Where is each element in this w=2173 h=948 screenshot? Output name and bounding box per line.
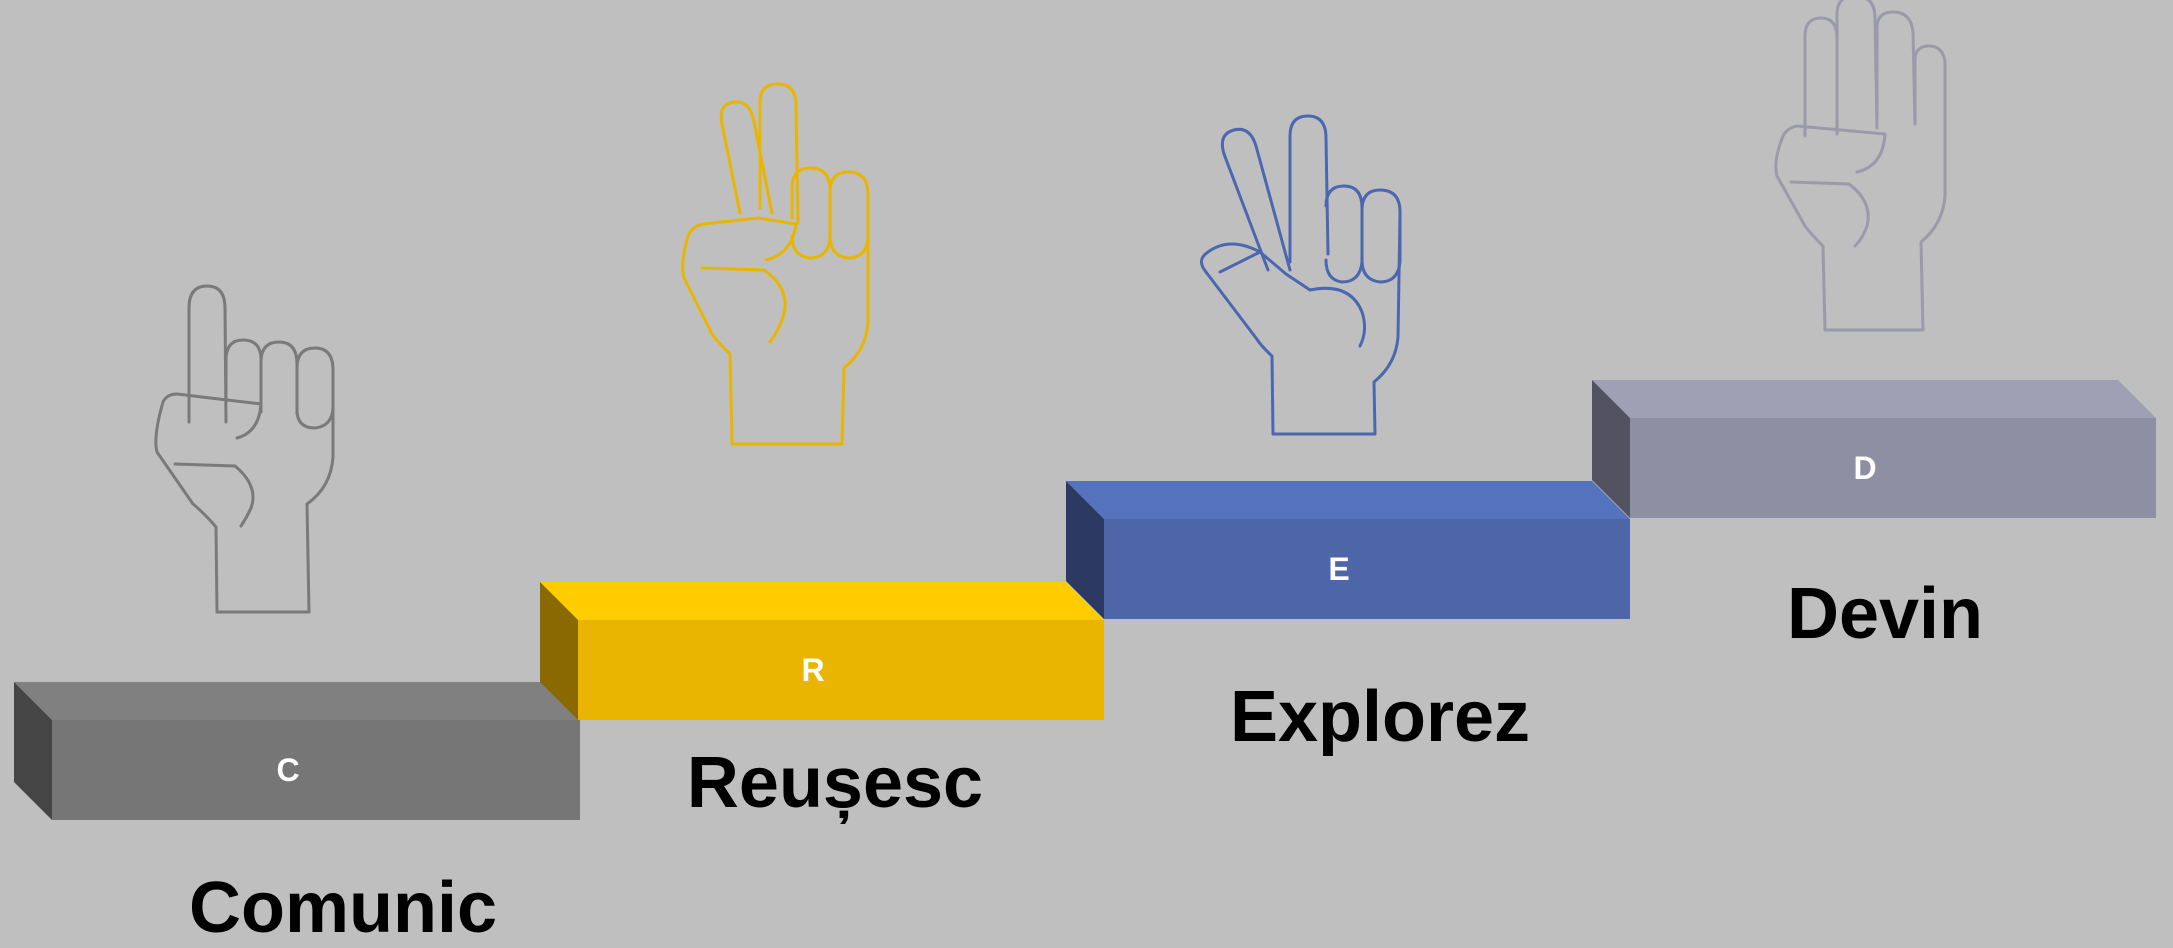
step-3-letter: E [1328, 551, 1349, 587]
step-3-top-face [1066, 481, 1630, 519]
step-1-word: Comunic [189, 872, 497, 944]
four-finger-hand-icon-stroke-4 [1776, 46, 1945, 330]
step-3-front-face [1104, 519, 1630, 619]
four-finger-hand-icon [1776, 0, 1945, 330]
step-2-word: Reușesc [687, 747, 983, 819]
two-finger-hand-icon-stroke-5 [683, 196, 868, 444]
three-finger-hand-icon-stroke-7 [1220, 252, 1260, 272]
step-1-front-face [52, 720, 580, 820]
step-4: D [1592, 0, 2156, 518]
four-finger-hand-icon-stroke-6 [1791, 182, 1868, 246]
step-1-letter: C [276, 752, 299, 788]
two-finger-hand-icon-stroke-4 [830, 172, 868, 258]
three-finger-hand-icon-stroke-4 [1362, 190, 1400, 282]
step-1: C [14, 286, 580, 820]
step-4-top-face [1592, 380, 2156, 418]
one-finger-hand-icon-stroke-1 [189, 286, 226, 422]
step-3: E [1066, 116, 1630, 619]
four-finger-hand-icon-stroke-2 [1837, 0, 1877, 134]
one-finger-hand-icon-stroke-4 [297, 348, 333, 428]
two-finger-hand-icon [683, 84, 868, 444]
step-4-front-face [1630, 418, 2156, 518]
three-finger-hand-icon-stroke-2 [1290, 116, 1328, 262]
step-2: R [540, 84, 1104, 720]
three-finger-hand-icon-stroke-6 [1310, 288, 1365, 346]
four-finger-hand-icon-stroke-3 [1877, 12, 1915, 124]
four-finger-hand-icon-stroke-5 [1857, 134, 1885, 172]
three-finger-hand-icon [1201, 116, 1400, 434]
one-finger-hand-icon [156, 286, 333, 612]
two-finger-hand-icon-stroke-6 [766, 224, 796, 260]
step-2-letter: R [801, 652, 824, 688]
two-finger-hand-icon-stroke-7 [702, 268, 785, 342]
four-finger-hand-icon-stroke-1 [1805, 18, 1837, 136]
step-4-word: Devin [1787, 578, 1983, 650]
step-3-word: Explorez [1230, 681, 1530, 753]
step-1-top-face [14, 682, 580, 720]
one-finger-hand-icon-stroke-5 [156, 378, 333, 612]
one-finger-hand-icon-stroke-6 [237, 404, 261, 438]
step-2-top-face [540, 582, 1104, 620]
step-4-letter: D [1853, 450, 1876, 486]
one-finger-hand-icon-stroke-3 [261, 342, 297, 414]
two-finger-hand-icon-stroke-1 [721, 102, 772, 213]
step-2-front-face [578, 620, 1104, 720]
three-finger-hand-icon-stroke-5 [1201, 214, 1400, 434]
three-finger-hand-icon-stroke-3 [1326, 186, 1362, 282]
